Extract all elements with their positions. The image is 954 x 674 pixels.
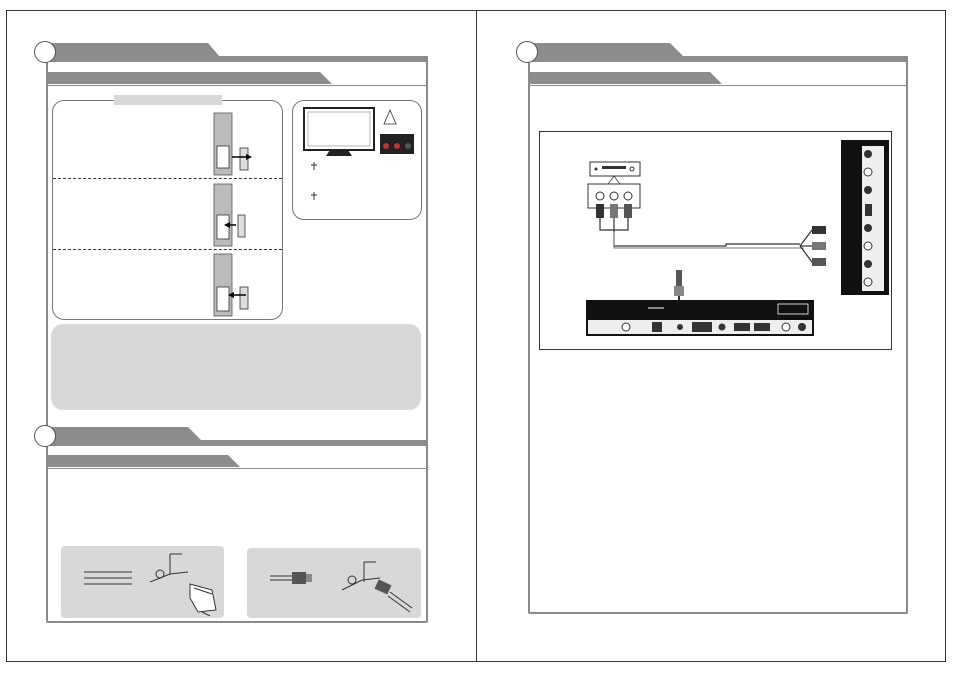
connection-diagram bbox=[586, 140, 889, 336]
section2-subheader-line bbox=[48, 468, 428, 469]
right-subheader-line bbox=[530, 85, 908, 86]
section1-subheader bbox=[48, 72, 318, 84]
right-header-bar bbox=[530, 56, 908, 62]
tv-remote-range-box bbox=[292, 100, 422, 220]
connection-diagram-frame bbox=[539, 131, 892, 350]
remote-battery-step1-icon bbox=[213, 112, 252, 176]
tv-icon bbox=[303, 107, 414, 156]
section2-subheader bbox=[48, 455, 228, 467]
section1-subheader-slant bbox=[316, 72, 332, 84]
caution-note-box bbox=[51, 324, 421, 410]
bullet-icon-1 bbox=[311, 162, 317, 170]
remote-battery-step3-icon bbox=[213, 253, 249, 317]
section1-subheader-line bbox=[48, 85, 428, 86]
page-divider bbox=[476, 10, 477, 662]
section1-header-tab bbox=[48, 43, 208, 56]
battery-box-title-bar bbox=[114, 95, 222, 105]
section2-tab-slant bbox=[182, 427, 202, 441]
step-divider-2 bbox=[53, 249, 282, 250]
section2-subheader-slant bbox=[226, 455, 240, 467]
section2-number-circle bbox=[34, 425, 56, 447]
right-number-circle bbox=[516, 41, 538, 63]
right-tab-slant bbox=[664, 43, 684, 57]
step-divider-1 bbox=[53, 178, 282, 179]
section1-header-bar bbox=[48, 56, 428, 62]
right-subheader bbox=[530, 72, 710, 84]
section2-header-bar bbox=[48, 440, 428, 446]
right-header-tab bbox=[530, 43, 670, 56]
coaxial-cable-box bbox=[247, 548, 421, 618]
antenna-wire-diagram bbox=[84, 553, 217, 616]
section1-number-circle bbox=[34, 41, 56, 63]
bullet-icon-2 bbox=[311, 192, 317, 200]
section1-tab-slant bbox=[200, 43, 220, 57]
remote-battery-step2-icon bbox=[213, 183, 246, 247]
coaxial-cable-diagram bbox=[270, 561, 413, 613]
dvd-player-icon bbox=[589, 161, 641, 185]
right-subheader-slant bbox=[708, 72, 722, 84]
section2-header-tab bbox=[48, 427, 188, 440]
